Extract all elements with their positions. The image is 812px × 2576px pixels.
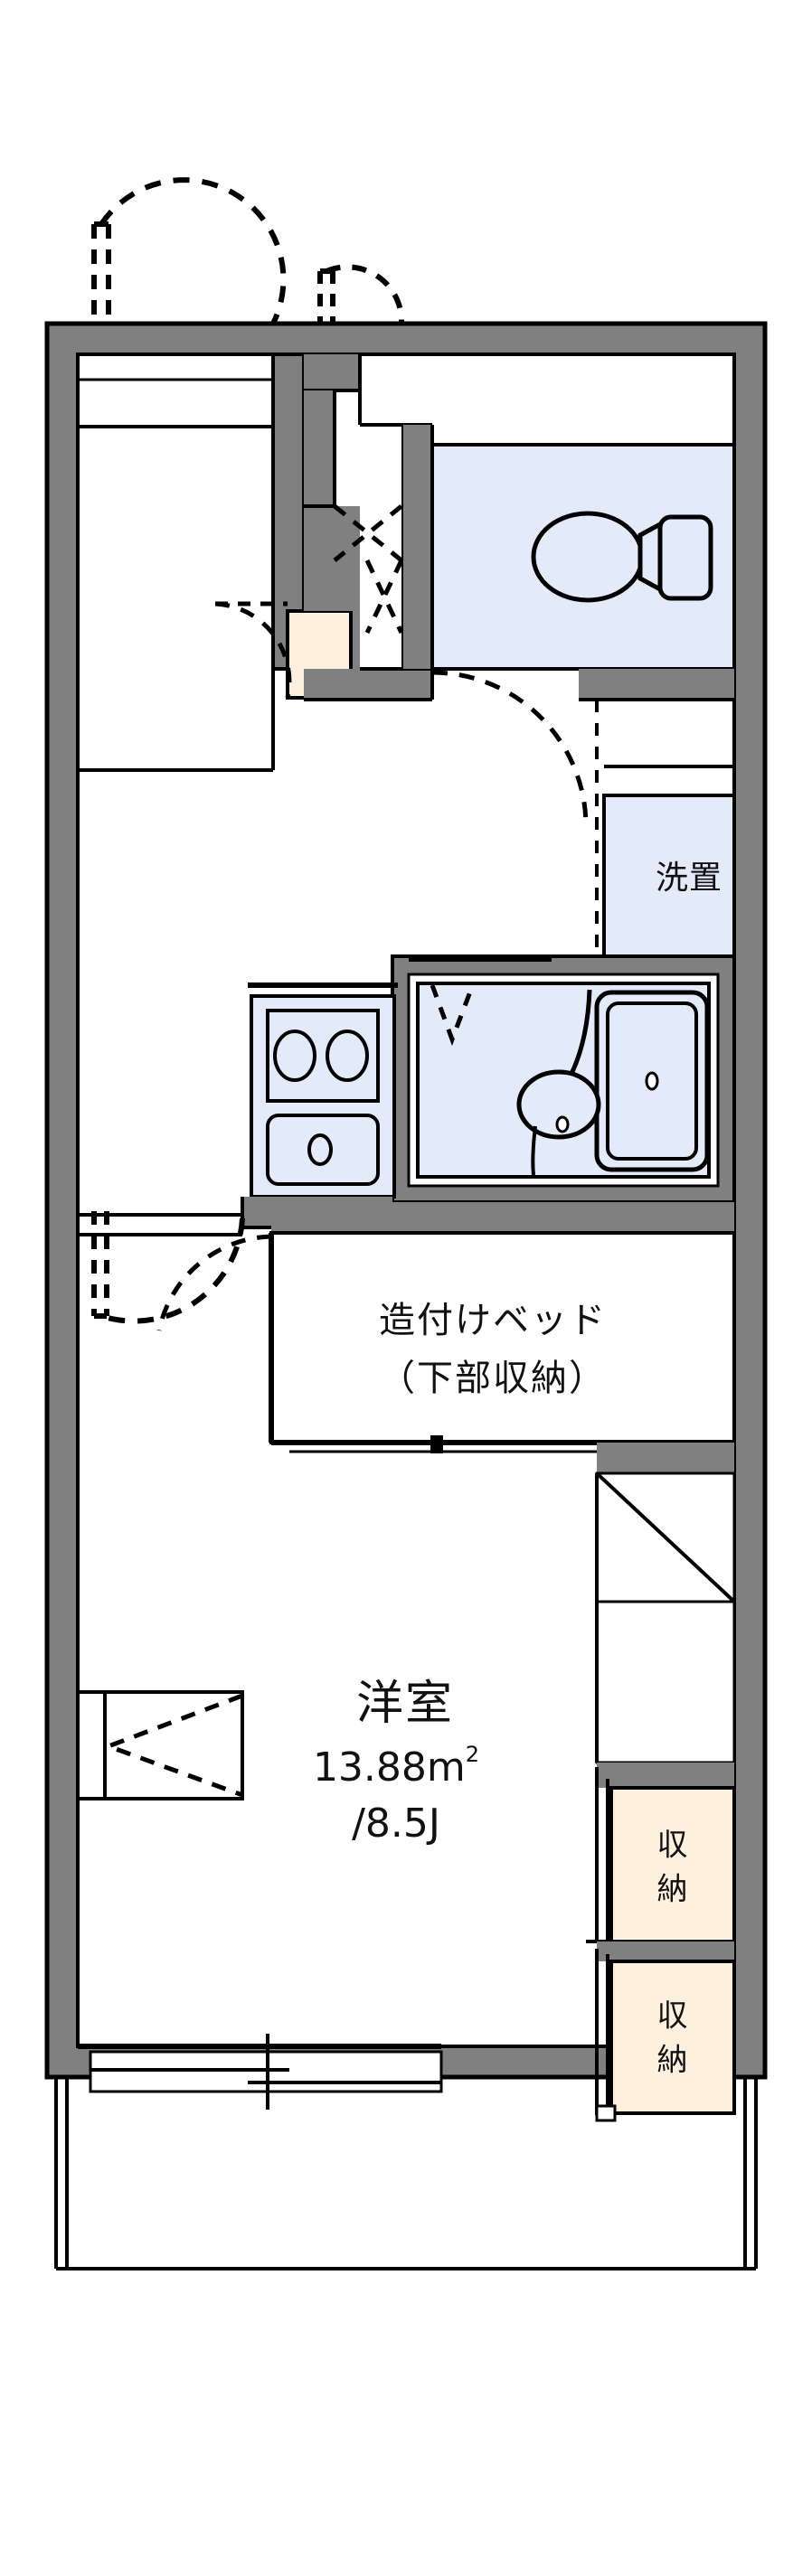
closet-upper-label-line1: 収 <box>657 1828 689 1864</box>
built-in-bed: 造付けベッド （下部収納） <box>269 1202 736 1453</box>
closet-upper-label-line2: 納 <box>657 1872 689 1908</box>
niche-lower <box>595 1600 736 1764</box>
sink-drain <box>307 1133 333 1166</box>
balcony <box>54 2079 758 2270</box>
built-in-bed-label-line2: （下部収納） <box>379 1358 607 1399</box>
bath-kitchen-band <box>241 954 736 1229</box>
basin-edge <box>531 1125 537 1176</box>
closet-folding-door[interactable] <box>333 504 404 635</box>
bathtub-drain <box>645 1071 659 1091</box>
toilet-door-swing-arc <box>325 264 405 324</box>
washbasin-drain <box>555 1115 570 1133</box>
bath-door[interactable] <box>156 1234 272 1331</box>
shoebox-door[interactable] <box>214 601 292 699</box>
closet-lower-label-line2: 納 <box>657 2043 689 2079</box>
awning-window-swing <box>101 1693 243 1798</box>
built-in-bed-label-line1: 造付けベッド <box>379 1300 607 1341</box>
toilet-entry-swing[interactable] <box>431 670 589 827</box>
closet-lower[interactable] <box>609 1960 736 2115</box>
entrance-door[interactable] <box>91 177 287 325</box>
bed-area <box>269 1231 736 1444</box>
entrance-door-swing-arc <box>99 177 287 325</box>
page-title: 洋室 <box>356 1677 454 1731</box>
niche-diagonal <box>595 1471 736 1603</box>
toilet-tank <box>657 514 713 601</box>
room-area-superscript: 2 <box>466 1742 479 1767</box>
washer-space-label: 洗置 <box>656 860 722 897</box>
closet-column: 収 納 収 納 <box>586 1443 736 2122</box>
washbasin <box>516 1069 601 1140</box>
closet-lower-label-line1: 収 <box>657 1998 689 2035</box>
entry-window[interactable] <box>78 353 273 381</box>
room-area-value: 13.88m <box>313 1744 466 1791</box>
toilet-icon <box>531 511 713 603</box>
closet-upper[interactable] <box>609 1786 736 1943</box>
room-door[interactable] <box>91 1211 245 1324</box>
room-area-tatami: /8.5J <box>352 1800 440 1847</box>
balcony-window[interactable] <box>78 2034 597 2110</box>
room-door-swing-arc <box>100 1217 245 1324</box>
toilet-door[interactable] <box>317 264 405 324</box>
bath-door-swing-arc <box>156 1234 272 1331</box>
burner-left-icon <box>273 1029 316 1082</box>
bath-door-swing <box>430 984 475 1047</box>
washer-space: 洗置 <box>579 669 736 969</box>
svg-text:13.88m2: 13.88m2 <box>313 1742 479 1791</box>
faucet <box>569 989 592 1076</box>
toilet-entry-swing-arc <box>431 670 589 827</box>
toilet-room <box>430 443 736 671</box>
room-labels: 洋室 13.88m2 /8.5J <box>313 1677 479 1847</box>
side-window[interactable] <box>76 1690 244 1800</box>
bed-divider-mark <box>430 1435 443 1453</box>
burner-right-icon <box>326 1029 369 1082</box>
washer-pan <box>602 794 736 969</box>
